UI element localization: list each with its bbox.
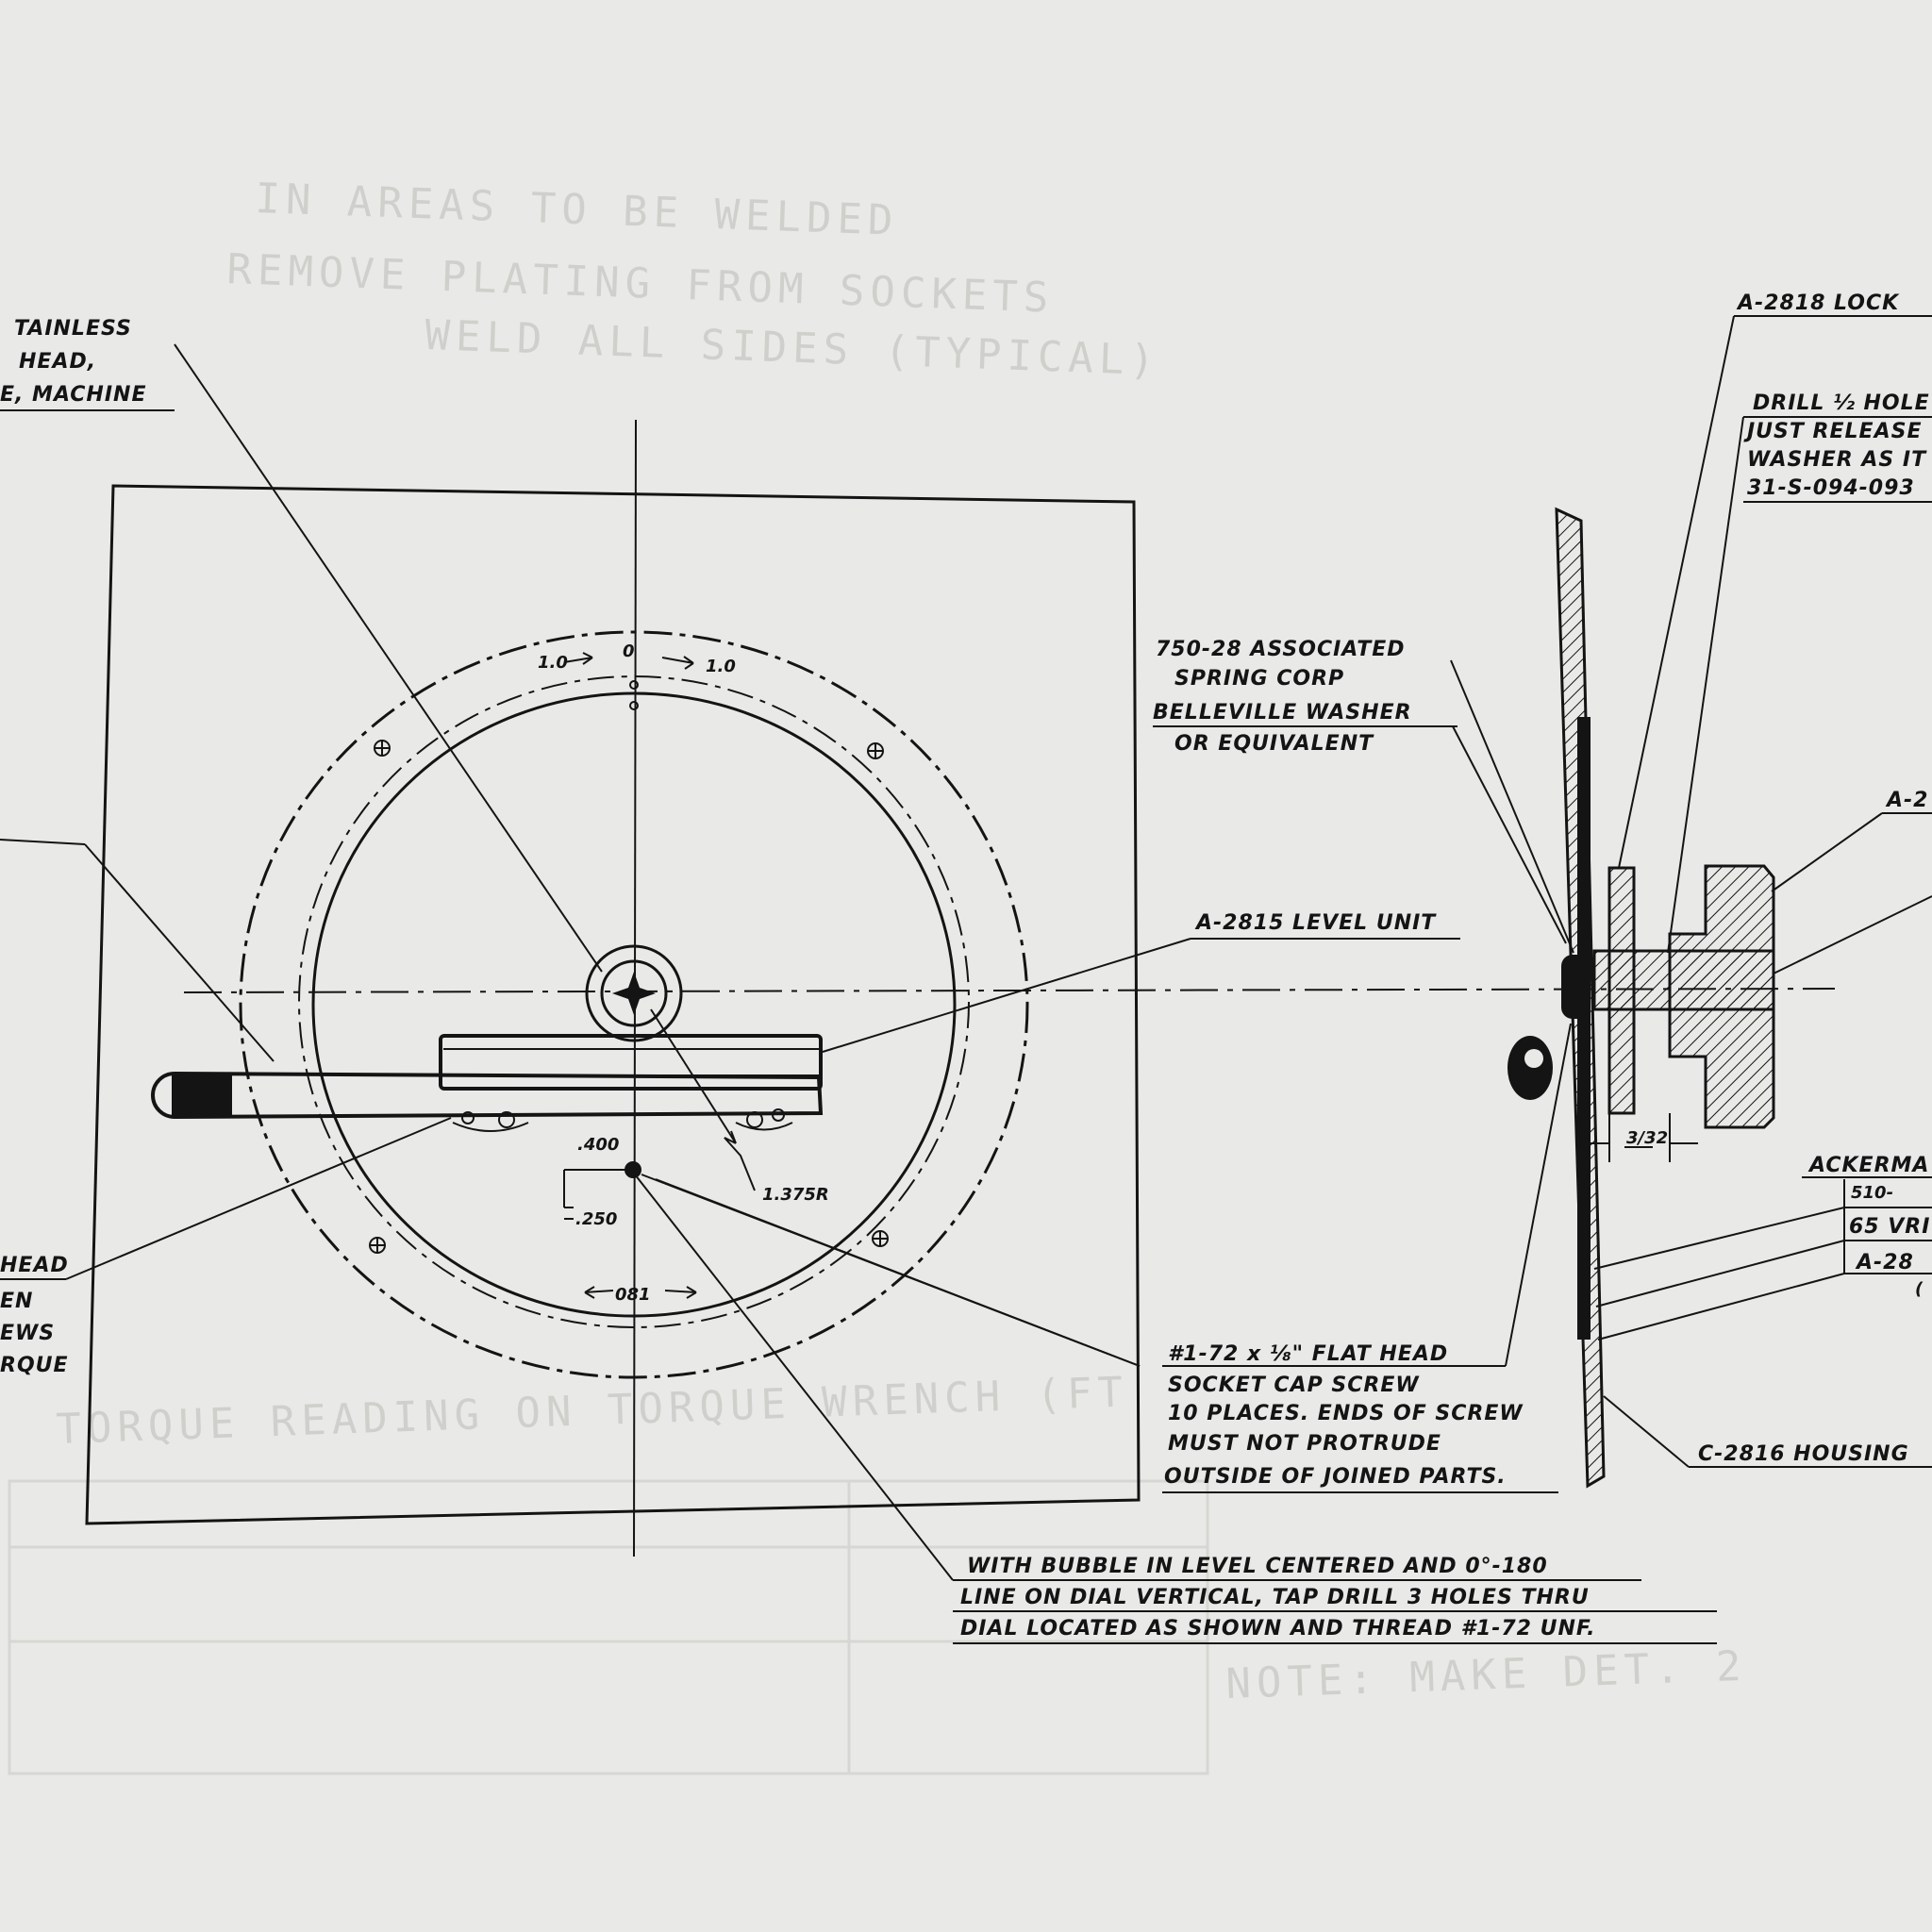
bubble-note-line-1: WITH BUBBLE IN LEVEL CENTERED AND 0°-180	[967, 1555, 1548, 1578]
left-screw-leader	[65, 1117, 452, 1280]
ghost-line-1: IN AREAS TO BE WELDED	[255, 175, 900, 245]
angle-label-left: 1.0	[538, 653, 568, 673]
flathead-line-5: OUTSIDE OF JOINED PARTS.	[1164, 1465, 1507, 1489]
ghost-line-4: TORQUE READING ON TORQUE WRENCH (FT	[56, 1368, 1129, 1454]
phillips-head-icon	[612, 972, 656, 1015]
dim-gap: 3/32	[1626, 1128, 1668, 1148]
angle-arrow-right	[661, 656, 694, 670]
a2-cropped-label: A-2	[1885, 789, 1928, 812]
flathead-leader-2	[655, 1178, 1141, 1367]
radius-leader	[650, 1008, 756, 1191]
level-unit-body	[439, 1034, 823, 1091]
ackerman-line-2: 510-	[1851, 1183, 1893, 1203]
left-note-line-2: EN	[0, 1290, 33, 1313]
ackerman-leader-2	[1595, 1240, 1845, 1307]
flathead-line-3: 10 PLACES. ENDS OF SCREW	[1168, 1402, 1524, 1425]
knob-section	[1668, 864, 1775, 1129]
dim-lines-offset	[563, 1169, 634, 1220]
left-note-line-3: EWS	[0, 1322, 55, 1345]
bubble-note-line-2: LINE ON DIAL VERTICAL, TAP DRILL 3 HOLES…	[960, 1586, 1590, 1609]
housing-leader	[1603, 1395, 1690, 1468]
screw-hole	[461, 1111, 475, 1124]
horizontal-centerline	[183, 988, 1836, 993]
screw-hole	[498, 1111, 515, 1128]
side-section-view: 3/32	[1507, 507, 1775, 1489]
stainless-note-line-3: E, MACHINE	[0, 383, 146, 407]
drill-leader	[1667, 416, 1744, 954]
flathead-line-2: SOCKET CAP SCREW	[1168, 1374, 1420, 1397]
dial-081-arrows	[584, 1286, 697, 1299]
front-view: 1.0 0 1.0	[85, 419, 1836, 1557]
a2-leader	[1771, 812, 1883, 892]
plate-outline	[85, 484, 1141, 1525]
dim-250: .250	[575, 1209, 617, 1229]
gap-dim-lines	[1581, 1113, 1698, 1162]
stainless-note-line-2: HEAD,	[19, 350, 96, 374]
housing-label: C-2816 HOUSING	[1698, 1442, 1909, 1466]
bubble-note-line-3: DIAL LOCATED AS SHOWN AND THREAD #1-72 U…	[960, 1617, 1595, 1641]
flathead-line-1: #1-72 x ⅛" FLAT HEAD	[1168, 1342, 1448, 1366]
dial-plate-section	[1577, 717, 1591, 1340]
flathead-line-4: MUST NOT PROTRUDE	[1168, 1432, 1441, 1456]
ackerman-line-3: 65 VRI	[1849, 1215, 1930, 1239]
drill-note-line-3: WASHER AS IT	[1747, 448, 1927, 472]
lock-label: A-2818 LOCK	[1736, 291, 1900, 315]
belleville-line-2: SPRING CORP	[1174, 667, 1344, 691]
belleville-leader-2	[1450, 659, 1574, 954]
belleville-line-4: OR EQUIVALENT	[1174, 732, 1374, 756]
left-note-line-4: RQUE	[0, 1354, 69, 1377]
ghost-line-3: WELD ALL SIDES (TYPICAL)	[425, 311, 1161, 385]
ackerman-leader-1	[1593, 1207, 1845, 1270]
ackerman-line-1: ACKERMA	[1807, 1154, 1929, 1177]
bubble-leader	[634, 1174, 954, 1581]
center-hub-outer	[585, 944, 683, 1042]
background-ghost-text: IN AREAS TO BE WELDED REMOVE PLATING FRO…	[8, 175, 1748, 1775]
hub-nut	[1561, 955, 1590, 1019]
level-unit-leader	[822, 938, 1191, 1053]
zero-index-hole-1	[629, 680, 639, 690]
ackerman-line-5: (	[1915, 1279, 1924, 1299]
belleville-line-1: 750-28 ASSOCIATED	[1156, 638, 1406, 661]
drill-note-line-2: JUST RELEASE	[1743, 420, 1922, 443]
dial-bolt-circle	[298, 675, 970, 1328]
dim-081: 081	[615, 1285, 651, 1305]
ackerman-line-4: A-28	[1855, 1251, 1914, 1274]
drill-note-line-1: DRILL ½ HOLE	[1753, 391, 1930, 415]
left-handle-leader	[84, 843, 275, 1062]
belleville-leader-1	[1452, 725, 1567, 944]
zero-index-hole-2	[629, 701, 639, 710]
drill-note-line-4: 31-S-094-093	[1747, 476, 1915, 500]
dial-zero-label: 0	[623, 641, 635, 661]
dial-outer-circle	[239, 630, 1029, 1379]
angle-label-right: 1.0	[706, 657, 736, 676]
ackerman-box	[1843, 1179, 1932, 1274]
dim-radius: 1.375R	[762, 1185, 829, 1205]
ghost-title-block	[8, 1479, 1209, 1775]
dim-400: .400	[577, 1135, 619, 1155]
level-tube-end	[1507, 1036, 1553, 1100]
flathead-leader-3	[1505, 1023, 1572, 1367]
lock-collar	[1607, 866, 1636, 1115]
belleville-line-3: BELLEVILLE WASHER	[1153, 701, 1412, 724]
center-hub-inner	[600, 959, 668, 1027]
dial-face-circle	[311, 691, 957, 1318]
stainless-note-line-1: TAINLESS	[14, 317, 132, 341]
ghost-line-5: NOTE: MAKE DET. 2	[1225, 1642, 1748, 1708]
stainless-leader	[174, 343, 603, 973]
handle-grip	[172, 1074, 232, 1116]
handle-bar	[151, 1071, 824, 1120]
left-note-line-1: HEAD	[0, 1254, 69, 1277]
ackerman-leader-3	[1597, 1273, 1845, 1341]
ghost-line-2: REMOVE PLATING FROM SOCKETS	[226, 245, 1055, 323]
lock-leader	[1618, 315, 1735, 869]
angle-arrow-left	[563, 652, 593, 665]
callouts: TAINLESS HEAD, E, MACHINE HEAD EN EWS RQ…	[0, 291, 1932, 1644]
level-unit-label: A-2815 LEVEL UNIT	[1194, 911, 1437, 935]
